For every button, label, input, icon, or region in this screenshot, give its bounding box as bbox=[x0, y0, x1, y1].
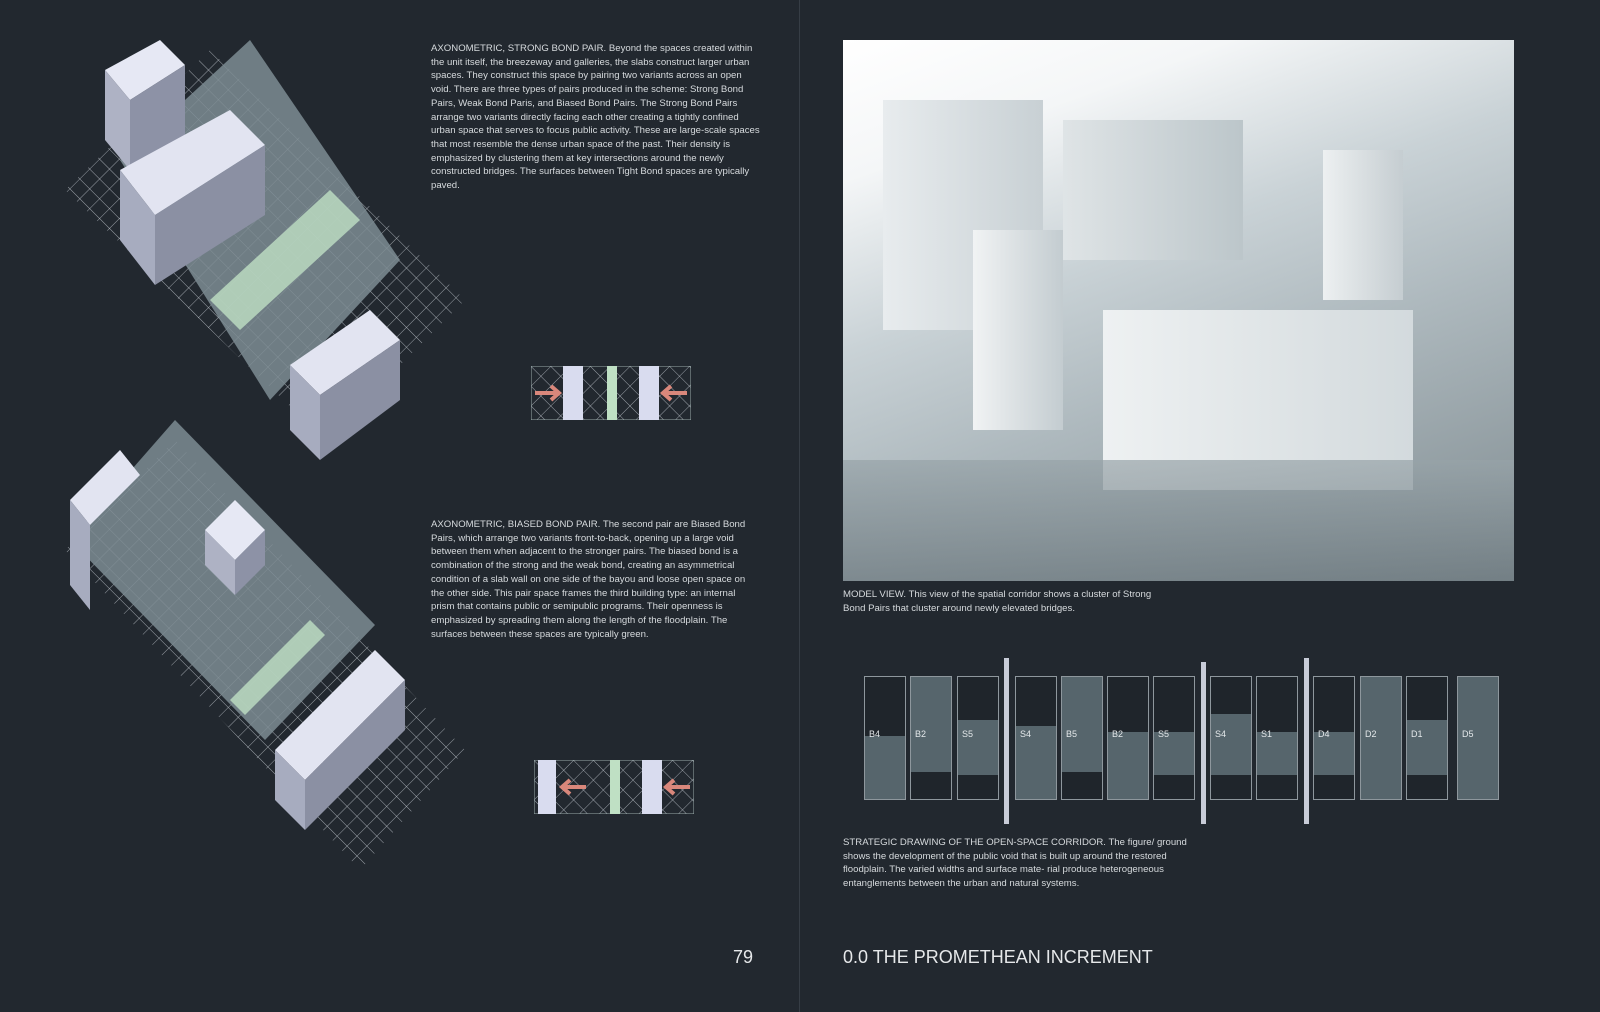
cell-label: S4 bbox=[1215, 729, 1227, 739]
cell-label: D5 bbox=[1462, 729, 1474, 739]
cell-fill bbox=[1062, 677, 1102, 773]
strong-bond-pair-diagram bbox=[531, 366, 691, 420]
corridor-cell: B2 bbox=[910, 676, 952, 800]
cell-fill bbox=[865, 735, 905, 799]
corridor-cell: D4 bbox=[1313, 676, 1355, 800]
cell-label: B2 bbox=[915, 729, 927, 739]
corridor-cell: S4 bbox=[1015, 676, 1057, 800]
corridor-cell: B4 bbox=[864, 676, 906, 800]
cell-fill bbox=[1016, 725, 1056, 799]
cell-fill bbox=[958, 719, 998, 775]
caption-strong-bond: AXONOMETRIC, STRONG BOND PAIR. Beyond th… bbox=[431, 43, 760, 192]
model-photo bbox=[843, 40, 1514, 581]
caption-model-view: MODEL VIEW. This view of the spatial cor… bbox=[843, 589, 1152, 614]
corridor-divider bbox=[1201, 662, 1206, 824]
corridor-cell: D2 bbox=[1360, 676, 1402, 800]
cell-fill bbox=[1257, 731, 1297, 775]
cell-label: B2 bbox=[1112, 729, 1124, 739]
cell-label: B5 bbox=[1066, 729, 1078, 739]
cell-fill bbox=[1314, 731, 1354, 775]
cell-fill bbox=[1154, 731, 1194, 775]
corridor-cell: B2 bbox=[1107, 676, 1149, 800]
cell-fill bbox=[1361, 677, 1401, 799]
cell-label: S5 bbox=[962, 729, 974, 739]
arrow-left-icon bbox=[558, 778, 586, 796]
cell-fill bbox=[1458, 677, 1498, 799]
cell-label: S5 bbox=[1158, 729, 1170, 739]
arrow-right-icon bbox=[535, 384, 563, 402]
caption-strategic-drawing: STRATEGIC DRAWING OF THE OPEN-SPACE CORR… bbox=[843, 837, 1187, 890]
caption-biased-bond: AXONOMETRIC, BIASED BOND PAIR. The secon… bbox=[431, 519, 746, 640]
running-title: 0.0 THE PROMETHEAN INCREMENT bbox=[843, 947, 1153, 967]
corridor-cell: S4 bbox=[1210, 676, 1252, 800]
cell-fill bbox=[1211, 713, 1251, 775]
cell-fill bbox=[911, 677, 951, 773]
corridor-cell: S5 bbox=[1153, 676, 1195, 800]
cell-label: D4 bbox=[1318, 729, 1330, 739]
cell-fill bbox=[1407, 719, 1447, 775]
page-number: 79 bbox=[733, 947, 754, 967]
page-gutter bbox=[799, 0, 800, 1012]
axonometric-biased-bond-drawing bbox=[65, 420, 465, 870]
cell-label: S1 bbox=[1261, 729, 1273, 739]
biased-bond-pair-diagram bbox=[534, 760, 694, 814]
corridor-cell: S5 bbox=[957, 676, 999, 800]
corridor-cell: D5 bbox=[1457, 676, 1499, 800]
cell-label: D1 bbox=[1411, 729, 1423, 739]
corridor-cell: B5 bbox=[1061, 676, 1103, 800]
corridor-cell: S1 bbox=[1256, 676, 1298, 800]
cell-label: B4 bbox=[869, 729, 881, 739]
cell-label: D2 bbox=[1365, 729, 1377, 739]
corridor-cell: D1 bbox=[1406, 676, 1448, 800]
corridor-divider bbox=[1304, 658, 1309, 824]
cell-label: S4 bbox=[1020, 729, 1032, 739]
corridor-divider bbox=[1004, 658, 1009, 824]
arrow-left-icon bbox=[662, 778, 690, 796]
axonometric-strong-bond-drawing bbox=[65, 40, 465, 460]
arrow-left-icon bbox=[659, 384, 687, 402]
cell-fill bbox=[1108, 731, 1148, 799]
